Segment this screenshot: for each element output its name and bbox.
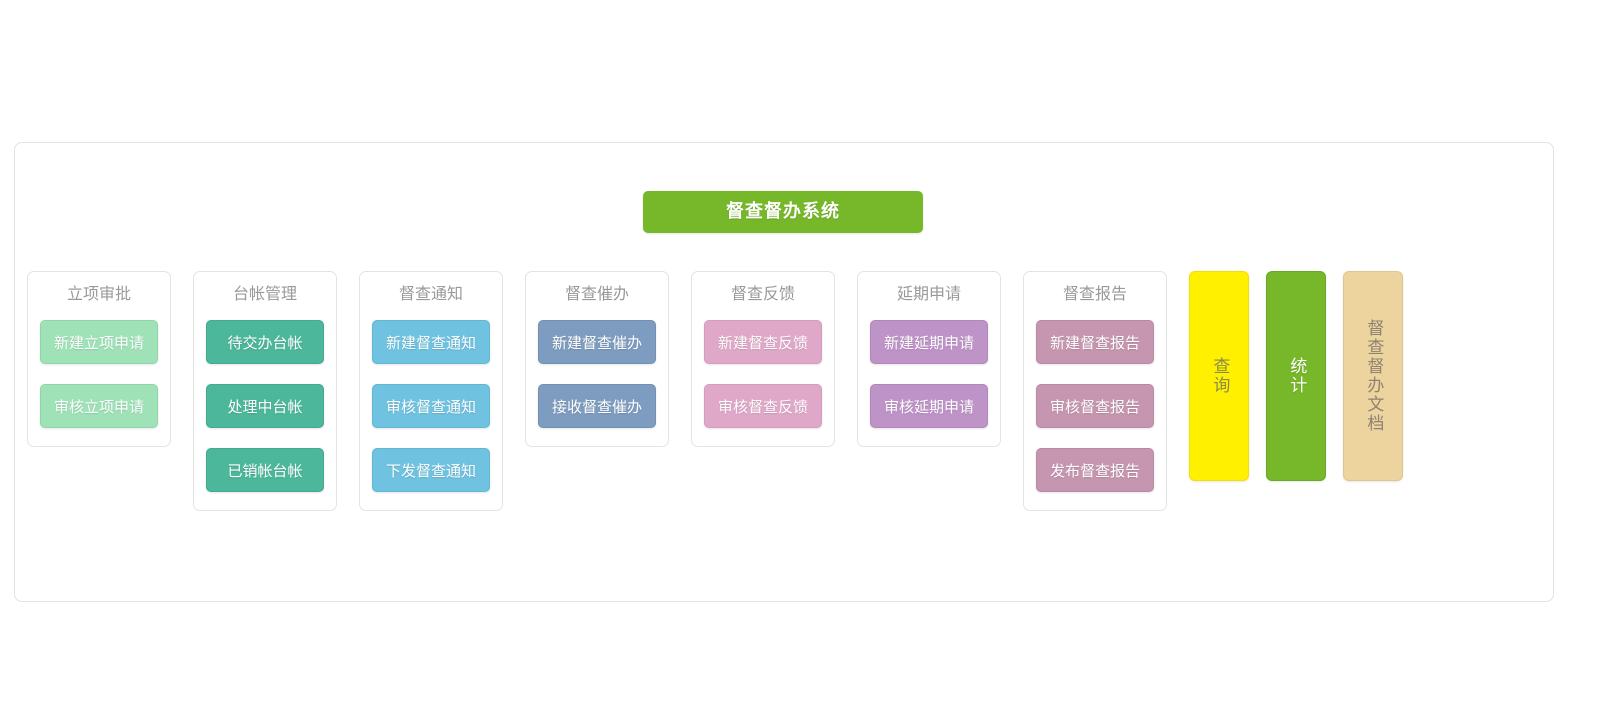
group-title: 立项审批 (66, 284, 131, 303)
button-new-inspection-report[interactable]: 新建督查报告 (1036, 320, 1154, 364)
vertical-tab-label: 统计 (1286, 357, 1307, 395)
group-title: 延期申请 (896, 284, 961, 303)
button-review-extension-request[interactable]: 审核延期申请 (870, 384, 988, 428)
button-new-project-application[interactable]: 新建立项申请 (40, 320, 158, 364)
module-group-ducha-tongzhi: 督查通知 新建督查通知 审核督查通知 下发督查通知 (359, 271, 503, 511)
module-group-lixiang-shenpi: 立项审批 新建立项申请 审核立项申请 (27, 271, 171, 447)
group-title: 督查通知 (398, 284, 463, 303)
group-title: 台帐管理 (232, 284, 297, 303)
button-pending-assignment-ledger[interactable]: 待交办台帐 (206, 320, 324, 364)
button-review-inspection-notice[interactable]: 审核督查通知 (372, 384, 490, 428)
button-new-inspection-notice[interactable]: 新建督查通知 (372, 320, 490, 364)
vertical-tab-documents[interactable]: 督查督办文档 (1343, 271, 1403, 481)
button-in-progress-ledger[interactable]: 处理中台帐 (206, 384, 324, 428)
button-new-inspection-reminder[interactable]: 新建督查催办 (538, 320, 656, 364)
vertical-tab-query[interactable]: 查询 (1189, 271, 1249, 481)
system-diagram-frame: 督查督办系统 立项审批 新建立项申请 审核立项申请 台帐管理 待交办台帐 处理中… (14, 142, 1554, 602)
button-closed-ledger[interactable]: 已销帐台帐 (206, 448, 324, 492)
group-title: 督查报告 (1062, 284, 1127, 303)
button-publish-inspection-report[interactable]: 发布督查报告 (1036, 448, 1154, 492)
module-group-ducha-baogao: 督查报告 新建督查报告 审核督查报告 发布督查报告 (1023, 271, 1167, 511)
module-group-yanqi-shenqing: 延期申请 新建延期申请 审核延期申请 (857, 271, 1001, 447)
button-receive-inspection-reminder[interactable]: 接收督查催办 (538, 384, 656, 428)
button-review-inspection-report[interactable]: 审核督查报告 (1036, 384, 1154, 428)
group-title: 督查反馈 (730, 284, 795, 303)
button-issue-inspection-notice[interactable]: 下发督查通知 (372, 448, 490, 492)
button-review-inspection-feedback[interactable]: 审核督查反馈 (704, 384, 822, 428)
button-new-inspection-feedback[interactable]: 新建督查反馈 (704, 320, 822, 364)
vertical-tab-label: 督查督办文档 (1363, 319, 1384, 433)
module-group-ducha-fankui: 督查反馈 新建督查反馈 审核督查反馈 (691, 271, 835, 447)
vertical-tab-statistics[interactable]: 统计 (1266, 271, 1326, 481)
module-columns: 立项审批 新建立项申请 审核立项申请 台帐管理 待交办台帐 处理中台帐 已销帐台… (27, 271, 1553, 511)
module-group-ducha-cuiban: 督查催办 新建督查催办 接收督查催办 (525, 271, 669, 447)
group-title: 督查催办 (564, 284, 629, 303)
button-review-project-application[interactable]: 审核立项申请 (40, 384, 158, 428)
vertical-tab-label: 查询 (1209, 357, 1230, 395)
button-new-extension-request[interactable]: 新建延期申请 (870, 320, 988, 364)
system-title: 督查督办系统 (643, 191, 923, 233)
module-group-taizhang-guanli: 台帐管理 待交办台帐 处理中台帐 已销帐台帐 (193, 271, 337, 511)
